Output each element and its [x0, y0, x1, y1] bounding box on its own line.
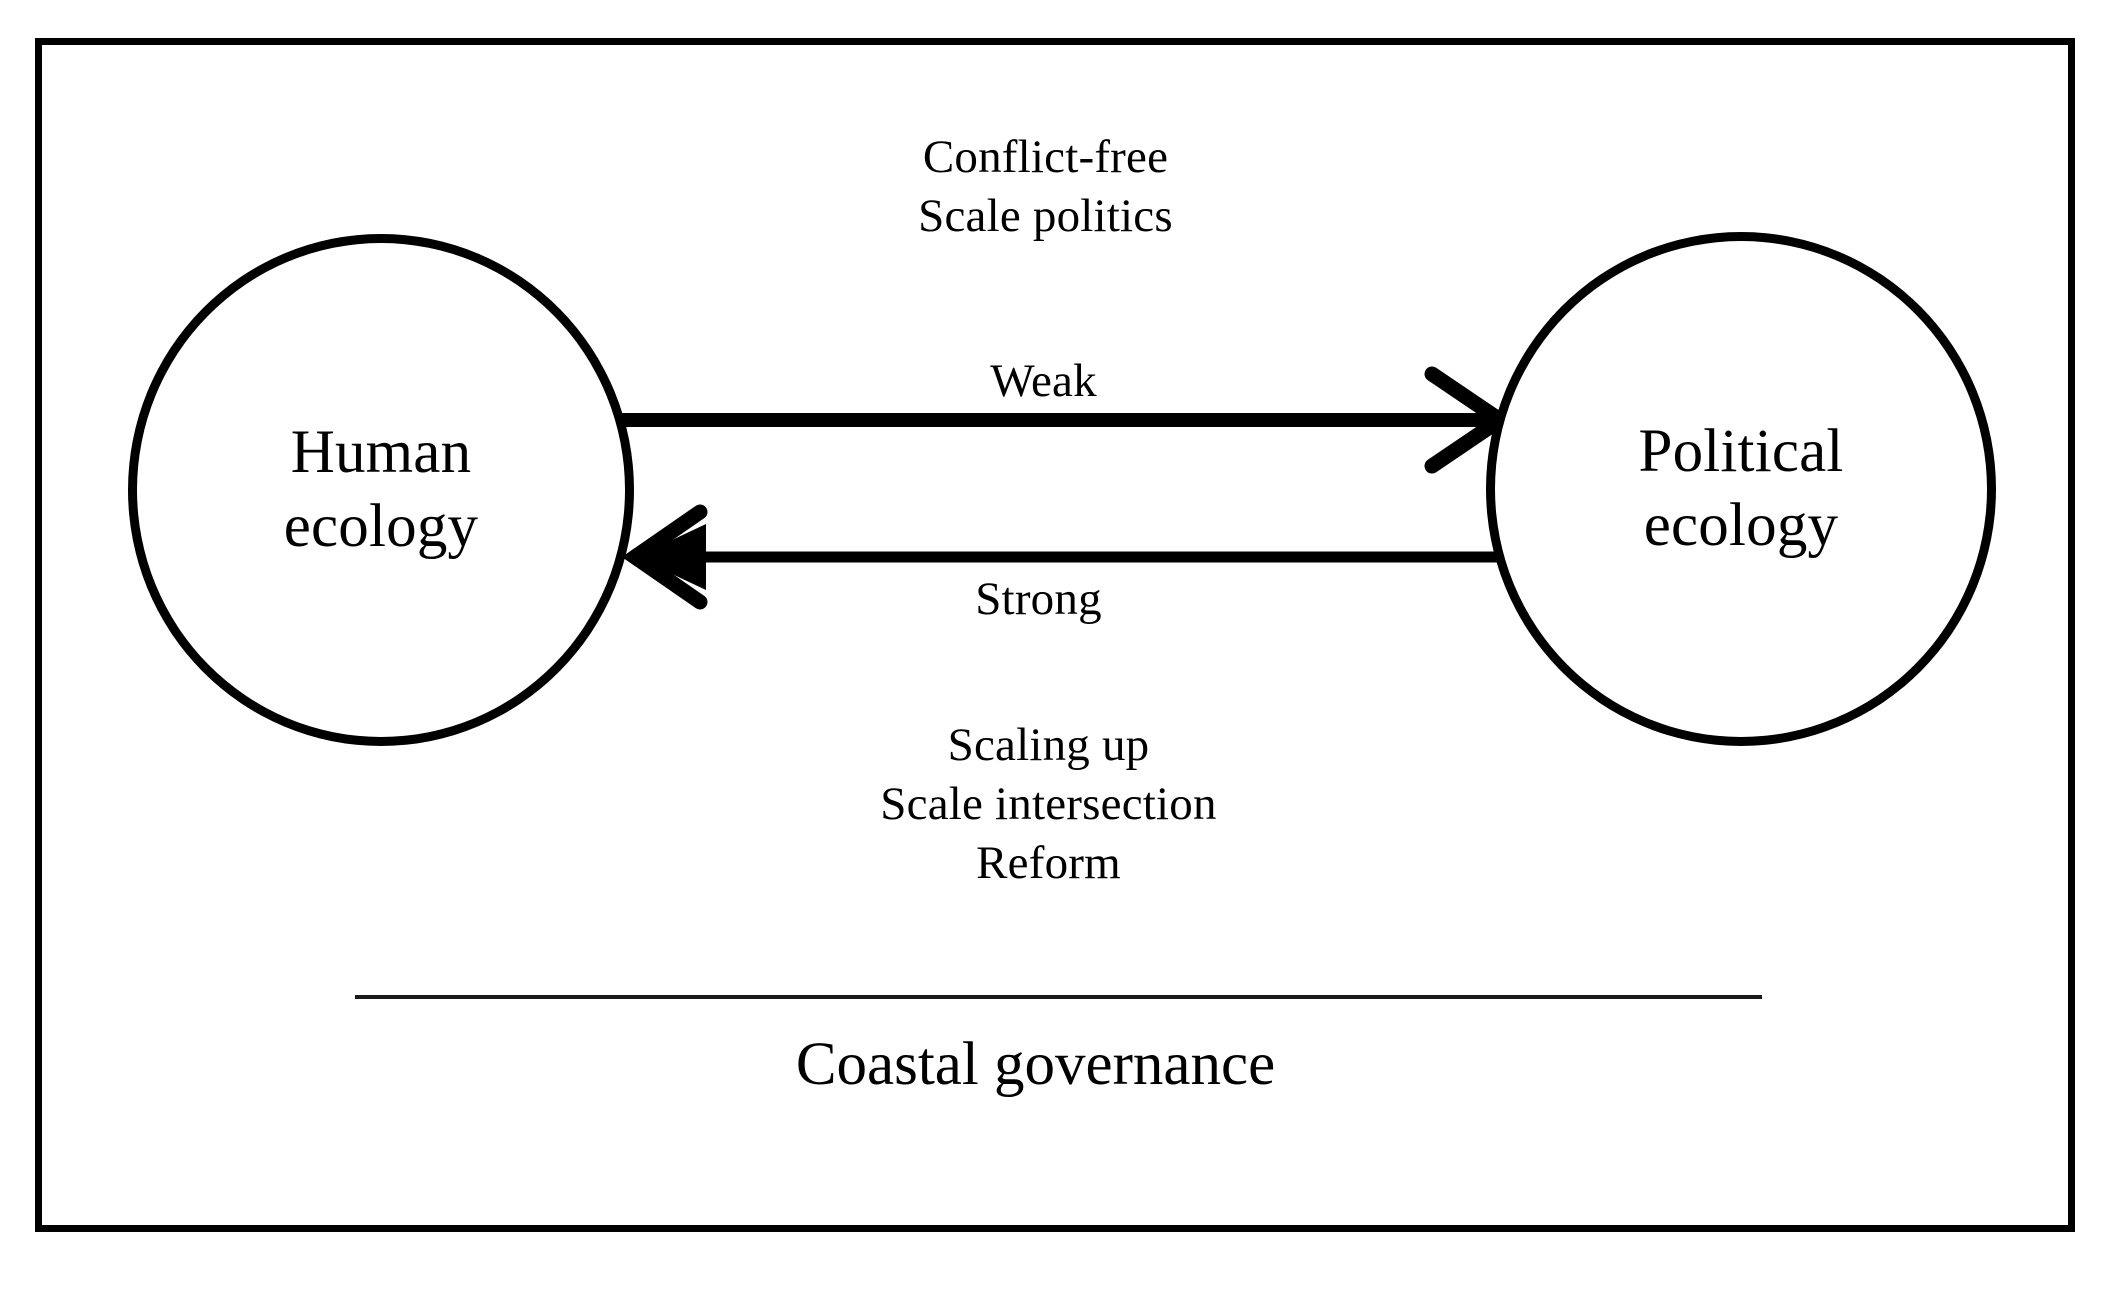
node-political-ecology-label-line1: Political — [1638, 417, 1844, 485]
reverse-edge-annotation-scaling-up: Scaling up — [947, 719, 1150, 771]
node-political-ecology-label-line2: ecology — [1643, 492, 1839, 559]
forward-edge-annotation-scale-politics: Scale politics — [918, 189, 1173, 242]
reverse-edge-annotation-reform: Reform — [976, 836, 1121, 889]
figure-caption: Coastal governance — [795, 1031, 1276, 1098]
arrow-political-to-human — [621, 504, 1498, 610]
node-human-ecology-label-line1: Human — [290, 418, 472, 486]
node-human-ecology[interactable]: Human ecology — [128, 234, 634, 746]
reverse-edge-annotations: Scaling up Scale intersection Reform — [0, 716, 2102, 892]
forward-edge-annotations: Conflict-free Scale politics — [0, 128, 2099, 246]
node-political-ecology[interactable]: Political ecology — [1486, 232, 1996, 746]
forward-edge-annotation-conflict-free: Conflict-free — [922, 131, 1169, 183]
reverse-edge-strength-label: Strong — [975, 573, 1102, 625]
node-human-ecology-label-line2: ecology — [283, 493, 479, 560]
caption-divider — [355, 995, 1762, 999]
forward-edge-strength-label: Weak — [990, 355, 1097, 407]
reverse-edge-annotation-scale-intersection: Scale intersection — [880, 777, 1217, 830]
